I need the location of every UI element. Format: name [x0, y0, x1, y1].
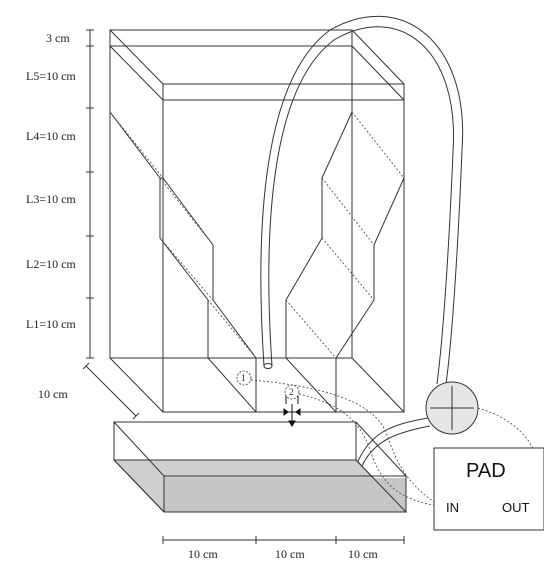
dotted-level-line	[207, 299, 257, 359]
pad-in-label: IN	[446, 500, 459, 515]
tank-edge	[351, 29, 405, 85]
tube-outer	[260, 15, 464, 385]
left-wall-front	[109, 111, 209, 358]
height-scale	[86, 29, 94, 359]
outflow-marker	[283, 396, 301, 427]
tank	[109, 29, 405, 413]
top-level-line	[351, 45, 405, 101]
level-label-l4: L4=10 cm	[26, 129, 76, 143]
depth-scale-line	[85, 365, 137, 417]
marker-2-label: 2	[289, 387, 294, 397]
tank-edge	[351, 357, 405, 413]
scale-tick	[82, 362, 90, 370]
dotted-level-line	[159, 177, 214, 246]
level-label-l5: L5=10 cm	[26, 69, 76, 83]
pad-out-label: OUT	[502, 500, 530, 515]
width-scale	[162, 536, 405, 544]
dotted-level-line	[321, 177, 375, 246]
dotted-level-line	[351, 111, 405, 179]
return-tube-outer	[355, 417, 429, 467]
marker-1: 1	[236, 370, 252, 386]
dotted-level-line	[159, 237, 214, 301]
pad-title: PAD	[466, 460, 506, 482]
pump	[425, 381, 479, 435]
scale-tick	[132, 412, 140, 420]
tank-edge	[109, 357, 164, 413]
dotted-level-line	[285, 299, 337, 359]
return-tube-inner	[361, 425, 431, 467]
tube-inner	[268, 26, 455, 385]
level-label-l3: L3=10 cm	[26, 192, 76, 206]
width-label-1: 10 cm	[188, 547, 218, 561]
wire-from-point-1	[250, 379, 441, 507]
outflow-arrow-right	[295, 408, 301, 416]
dotted-level-line	[321, 237, 375, 301]
tube-end-cap	[263, 363, 273, 369]
tray	[112, 421, 408, 513]
outflow-arrow	[288, 420, 296, 427]
width-label-3: 10 cm	[348, 547, 378, 561]
depth-scale	[82, 362, 140, 420]
tube	[260, 15, 464, 385]
outlet-floor	[206, 357, 338, 413]
top-gap-label: 3 cm	[46, 31, 70, 45]
marker-1-label: 1	[241, 373, 246, 383]
tray-edge	[113, 459, 165, 513]
tank-front-face	[162, 83, 405, 413]
top-level-line	[109, 45, 164, 101]
right-wall-front	[285, 111, 353, 358]
outflow-arrow-left	[283, 408, 289, 416]
dotted-level-line	[109, 111, 164, 179]
tray-water-front	[164, 478, 406, 512]
tank-back-face	[109, 29, 353, 359]
pad-frame	[433, 447, 544, 531]
dotted-levels	[109, 111, 405, 359]
pad-box: PAD IN OUT	[433, 447, 544, 531]
inner-walls	[109, 111, 405, 413]
level-label-l1: L1=10 cm	[26, 317, 76, 331]
depth-label: 10 cm	[38, 387, 68, 401]
return-tube	[351, 417, 431, 472]
marker-1-circle	[236, 370, 252, 386]
tray-edge	[355, 459, 407, 513]
tank-edge	[109, 29, 164, 85]
level-label-l2: L2=10 cm	[26, 257, 76, 271]
width-label-2: 10 cm	[275, 547, 305, 561]
marker-2: 2	[284, 384, 300, 400]
